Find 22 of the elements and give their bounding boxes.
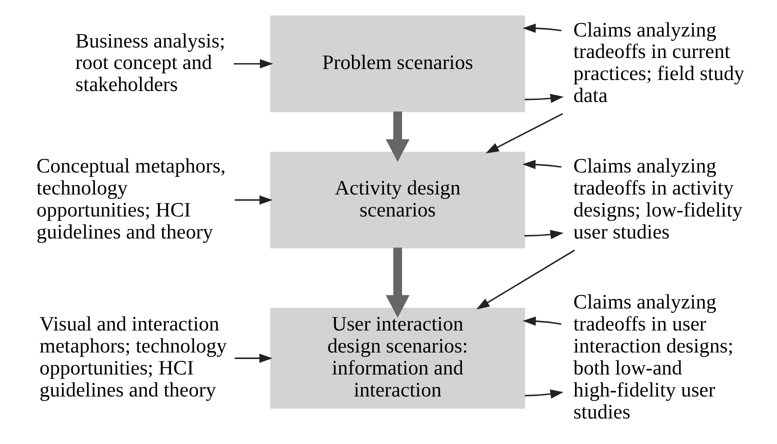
arrow: [234, 59, 274, 68]
arrow: [522, 160, 562, 170]
node-text: Business analysis; root concept and stakeholders: [75, 30, 226, 96]
arrow: [386, 248, 410, 318]
node-text: Claims analyzing tradeoffs in user interaction designs; both low-and high-fidelity user studies: [573, 292, 734, 424]
arrow: [234, 354, 273, 363]
arrow: [486, 113, 563, 154]
arrow: [234, 195, 273, 205]
node-box: User interaction design scenarios: information and interaction: [270, 308, 526, 409]
node-box: Problem scenarios: [270, 15, 526, 112]
node-text: Claims analyzing tradeoffs in activity designs; low-fidelity user studies: [573, 155, 743, 244]
node-text: Conceptual metaphors, technology opportunities; HCI guidelines and theory: [36, 155, 226, 244]
node-box: Activity design scenarios: [270, 152, 526, 248]
arrow: [524, 230, 564, 240]
arrow: [522, 24, 562, 33]
arrow: [476, 250, 575, 310]
arrow: [524, 389, 564, 399]
arrow: [524, 94, 564, 103]
node-text: Visual and interaction metaphors; technology opportunities; HCI guidelines and theory: [40, 314, 227, 402]
node-text: Claims analyzing tradeoffs in current practices; field study data: [573, 19, 744, 108]
arrow: [522, 316, 562, 326]
arrow: [386, 112, 410, 162]
